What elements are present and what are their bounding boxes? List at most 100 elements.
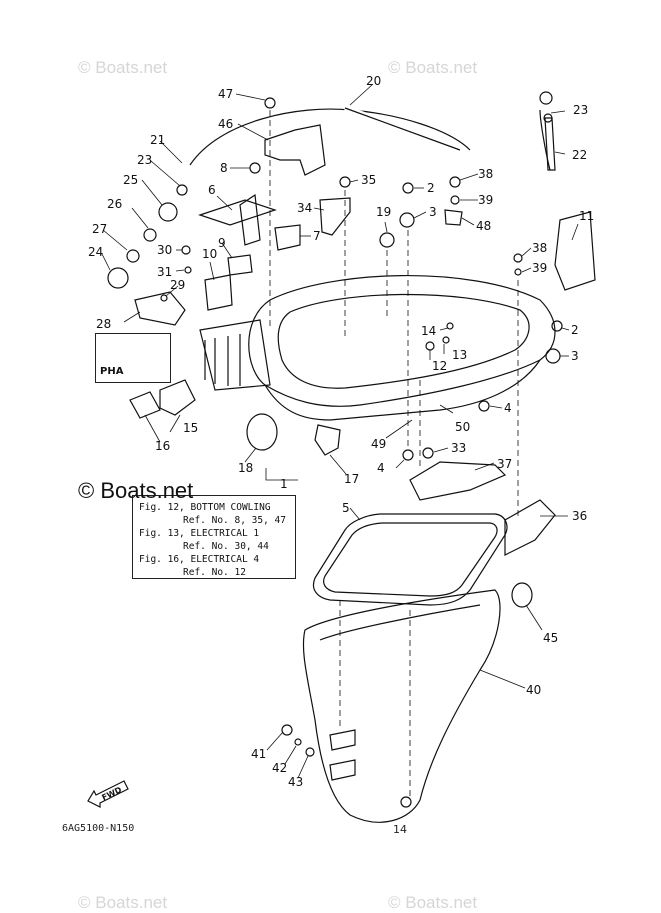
callout-45: 45 [543,631,558,645]
callout-11: 11 [579,209,594,223]
callout-3: 3 [571,349,579,363]
callout-34: 34 [297,201,312,215]
callout-48: 48 [476,219,491,233]
part-36 [504,499,556,556]
callout-19: 19 [376,205,391,219]
gasket [312,513,508,606]
grommet-45 [511,582,533,608]
part-27 [126,249,140,263]
callout-31: 31 [157,265,172,279]
callout-43: 43 [288,775,303,789]
callout-5: 5 [342,501,350,515]
bolt-30 [181,245,191,255]
callout-23: 23 [137,153,152,167]
leader-19 [384,221,388,233]
callout-8: 8 [220,161,228,175]
bolt-8 [249,162,261,174]
part-14 [446,322,454,330]
leader-29 [165,285,179,297]
callout-35: 35 [361,173,376,187]
callout-23: 23 [573,103,588,117]
washer-39-right [514,268,522,276]
part-26 [143,228,157,242]
leader-4-center [395,459,405,469]
pha-inset: PHA [95,333,171,383]
ref-line: Fig. 13, ELECTRICAL 1 [139,528,260,539]
leader-31 [175,269,185,272]
callout-10: 10 [202,247,217,261]
cable-20 [344,107,461,151]
callout-9: 9 [218,236,226,250]
gasket-inner [323,522,498,597]
leader-41 [266,731,284,751]
cowling-frame [248,274,556,407]
screw-29 [160,294,168,302]
leader-28 [123,311,141,323]
leader-5 [349,507,361,521]
callout-1: 1 [280,477,288,491]
bracket-6 [198,199,277,226]
leader-11 [571,223,579,241]
leader-18 [244,447,257,463]
callout-6: 6 [208,183,216,197]
hose-22 [544,117,556,171]
ref-line: Fig. 12, BOTTOM COWLING [139,502,271,513]
part-37 [409,461,507,501]
clip-7 [274,224,301,251]
callout-38: 38 [478,167,493,181]
callout-39: 39 [532,261,547,275]
grommet-3-top [399,212,415,228]
leader-20 [349,83,374,106]
grommet-18 [246,413,278,451]
callout-39: 39 [478,193,493,207]
leader-9 [221,242,233,259]
callout-2: 2 [571,323,579,337]
leader-4-right [489,405,503,409]
part-25 [158,202,178,222]
bracket-plate [199,319,271,391]
leader-23-left [150,160,181,187]
leader-21 [159,140,183,164]
fwd-label: FWD [100,785,123,802]
bracket-28 [134,291,186,326]
watermark-middle: © Boats.net [78,478,194,503]
leader-15 [169,414,181,433]
pha-label: PHA [100,366,124,377]
callout-20: 20 [366,74,381,88]
leader-2-right [561,327,570,331]
bolt-38-right [513,253,523,263]
callout-47: 47 [218,87,233,101]
collar-4-center [402,449,414,461]
callout-24: 24 [88,245,103,259]
washer-42 [294,738,302,746]
callout-28: 28 [96,317,111,331]
leader-34 [313,207,325,211]
callout-3: 3 [429,205,437,219]
diagram-code: 6AG5100-N150 [62,823,135,834]
leader-24 [101,253,111,271]
leader-26 [131,207,149,229]
part-22-fitting [539,91,553,105]
nut-bottom [400,796,412,808]
bolt-35 [339,176,351,188]
leader-10 [209,261,215,281]
fwd-arrow-icon: FWD [87,780,129,808]
bolt-38-top [449,176,461,188]
ref-line: Fig. 16, ELECTRICAL 4 [139,554,260,565]
callout-18: 18 [238,461,253,475]
leader-6 [216,195,233,211]
watermark-top-left: © Boats.net [78,58,168,77]
callout-37: 37 [497,457,512,471]
grommet-3-right [545,348,561,364]
leader-47 [235,93,266,101]
callout-27: 27 [92,222,107,236]
part-9 [227,254,253,276]
callout-42: 42 [272,761,287,775]
cable-22 [539,109,551,171]
bolt-2-top [402,182,414,194]
bolt-47 [264,97,276,109]
bolt-41 [281,724,293,736]
leader-48 [461,217,475,226]
lower-cover [302,589,501,823]
grommet-15 [159,379,196,416]
